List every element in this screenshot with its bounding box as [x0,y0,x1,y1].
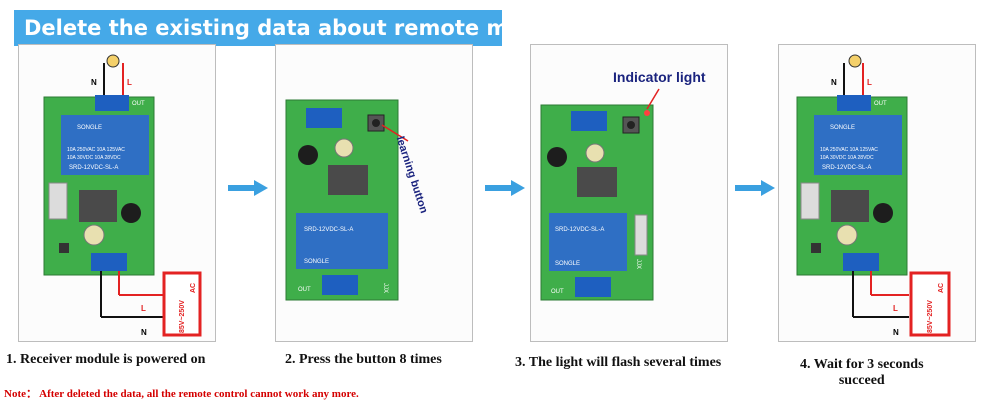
step-3-caption: 3. The light will flash several times [515,355,722,370]
input-terminal [571,111,607,131]
arrow-right-icon [228,180,268,196]
wire-l-label-bottom: L [893,304,898,313]
receiver-board-diagram-2: SRD-12VDC-SL-A SONGLE OUT JJX [285,99,409,301]
step-3-frame: SRD-12VDC-SL-A SONGLE OUT JJX [530,44,728,342]
wire-n-label: N [831,78,837,87]
title-banner: Delete the existing data about remote mo… [14,10,552,46]
step-4-caption-line2: succeed [838,373,885,388]
step-4-caption: 4. Wait for 3 seconds succeed [800,357,924,389]
relay-brand-label: SONGLE [77,125,102,131]
power-ac-label: AC [190,283,197,293]
jjx-label: JJX [635,259,641,269]
receiver-board-diagram-4: N L OUT SONGLE 10A 250VAC 10A 125VAC 10A… [796,54,951,337]
power-source [162,271,202,337]
input-terminal [306,108,342,128]
step-4-caption-line1: 4. Wait for 3 seconds [800,357,924,372]
relay [296,213,388,269]
indicator-pointer [646,88,660,110]
relay-brand-label: SONGLE [304,259,329,265]
relay [549,213,627,271]
wire-l-label: L [867,78,872,87]
relay-model-label: SRD-12VDC-SL-A [555,227,604,233]
step-1-frame: N L OUT SONGLE 10A 250VAC 10A 125VAC 10A… [18,44,216,342]
input-terminal [843,253,879,271]
relay [814,115,902,175]
output-terminal [575,277,611,297]
jjx-label: JJX [382,283,388,293]
relay-rating-2: 10A 30VDC 10A 28VDC [820,155,874,161]
power-source [909,271,951,337]
learning-button-pointer [381,124,409,142]
power-ac-label: AC [938,283,945,293]
arrow-right-icon [735,180,775,196]
indicator-light-label: Indicator light [613,69,706,85]
relay-rating-1: 10A 250VAC 10A 125VAC [67,147,125,153]
relay-model-label: SRD-12VDC-SL-A [822,165,871,171]
wire-n-label-bottom: N [141,328,147,337]
out-label: OUT [874,101,887,107]
wire-l-label: L [127,78,132,87]
indicator-led [644,110,650,116]
out-label: OUT [551,289,564,295]
wire-n-label: N [91,78,97,87]
relay-brand-label: SONGLE [830,125,855,131]
receiver-board-diagram-1: N L OUT SONGLE 10A 250VAC 10A 125VAC 10A… [43,54,202,337]
relay-model-label: SRD-12VDC-SL-A [69,165,118,171]
out-label: OUT [132,101,145,107]
output-terminal [322,275,358,295]
relay [61,115,149,175]
step-2-caption: 2. Press the button 8 times [285,352,442,367]
receiver-board-diagram-3: SRD-12VDC-SL-A SONGLE OUT JJX [540,88,660,301]
relay-model-label: SRD-12VDC-SL-A [304,227,353,233]
wire-l-label-bottom: L [141,304,146,313]
step-1-caption: 1. Receiver module is powered on [6,352,206,367]
output-terminal [837,95,871,111]
output-terminal [95,95,129,111]
step-4-frame: N L OUT SONGLE 10A 250VAC 10A 125VAC 10A… [778,44,976,342]
power-range-label: 85V~250V [927,300,934,333]
power-range-label: 85V~250V [179,300,186,333]
relay-brand-label: SONGLE [555,261,580,267]
step-2-frame: SRD-12VDC-SL-A SONGLE OUT JJX [275,44,473,342]
input-terminal [91,253,127,271]
out-label: OUT [298,287,311,293]
relay-rating-2: 10A 30VDC 10A 28VDC [67,155,121,161]
arrow-right-icon [485,180,525,196]
warning-note: Note： After deleted the data, all the re… [4,388,359,400]
relay-rating-1: 10A 250VAC 10A 125VAC [820,147,878,153]
wire-n-label-bottom: N [893,328,899,337]
